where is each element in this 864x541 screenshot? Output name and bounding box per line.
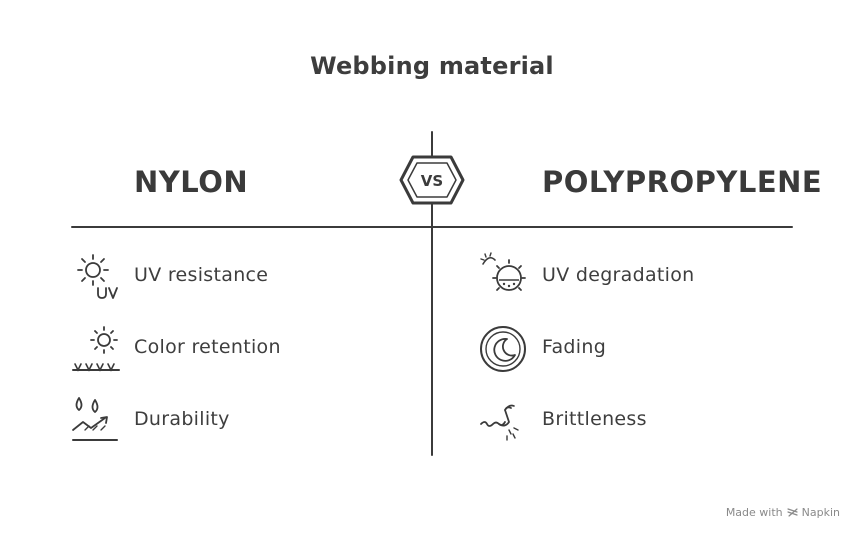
droplets-arrow-icon	[72, 397, 118, 441]
item-label: UV degradation	[542, 264, 695, 286]
vertical-divider	[431, 131, 433, 456]
sun-grass-icon	[72, 326, 120, 372]
horizontal-divider	[71, 226, 793, 228]
sun-uv-icon	[77, 254, 118, 299]
breaking-fiber-icon	[480, 404, 519, 441]
item-label: Color retention	[134, 336, 281, 358]
made-with-napkin: Made with Napkin	[726, 506, 840, 519]
made-with-label: Made with	[725, 506, 783, 519]
right-column-heading: POLYPROPYLENE	[542, 165, 823, 199]
item-label: Durability	[134, 408, 230, 430]
fading-circle-icon	[480, 326, 526, 372]
item-label: Brittleness	[542, 408, 647, 430]
napkin-brand-label: Napkin	[801, 506, 840, 519]
diagram-title: Webbing material	[310, 52, 554, 80]
item-label: UV resistance	[134, 264, 269, 286]
left-column-heading: NYLON	[134, 165, 249, 199]
vs-text: VS	[421, 172, 443, 190]
vs-badge: VS	[399, 154, 465, 206]
item-label: Fading	[542, 336, 607, 358]
sun-damage-icon	[480, 252, 526, 291]
napkin-logo-icon	[787, 508, 798, 517]
